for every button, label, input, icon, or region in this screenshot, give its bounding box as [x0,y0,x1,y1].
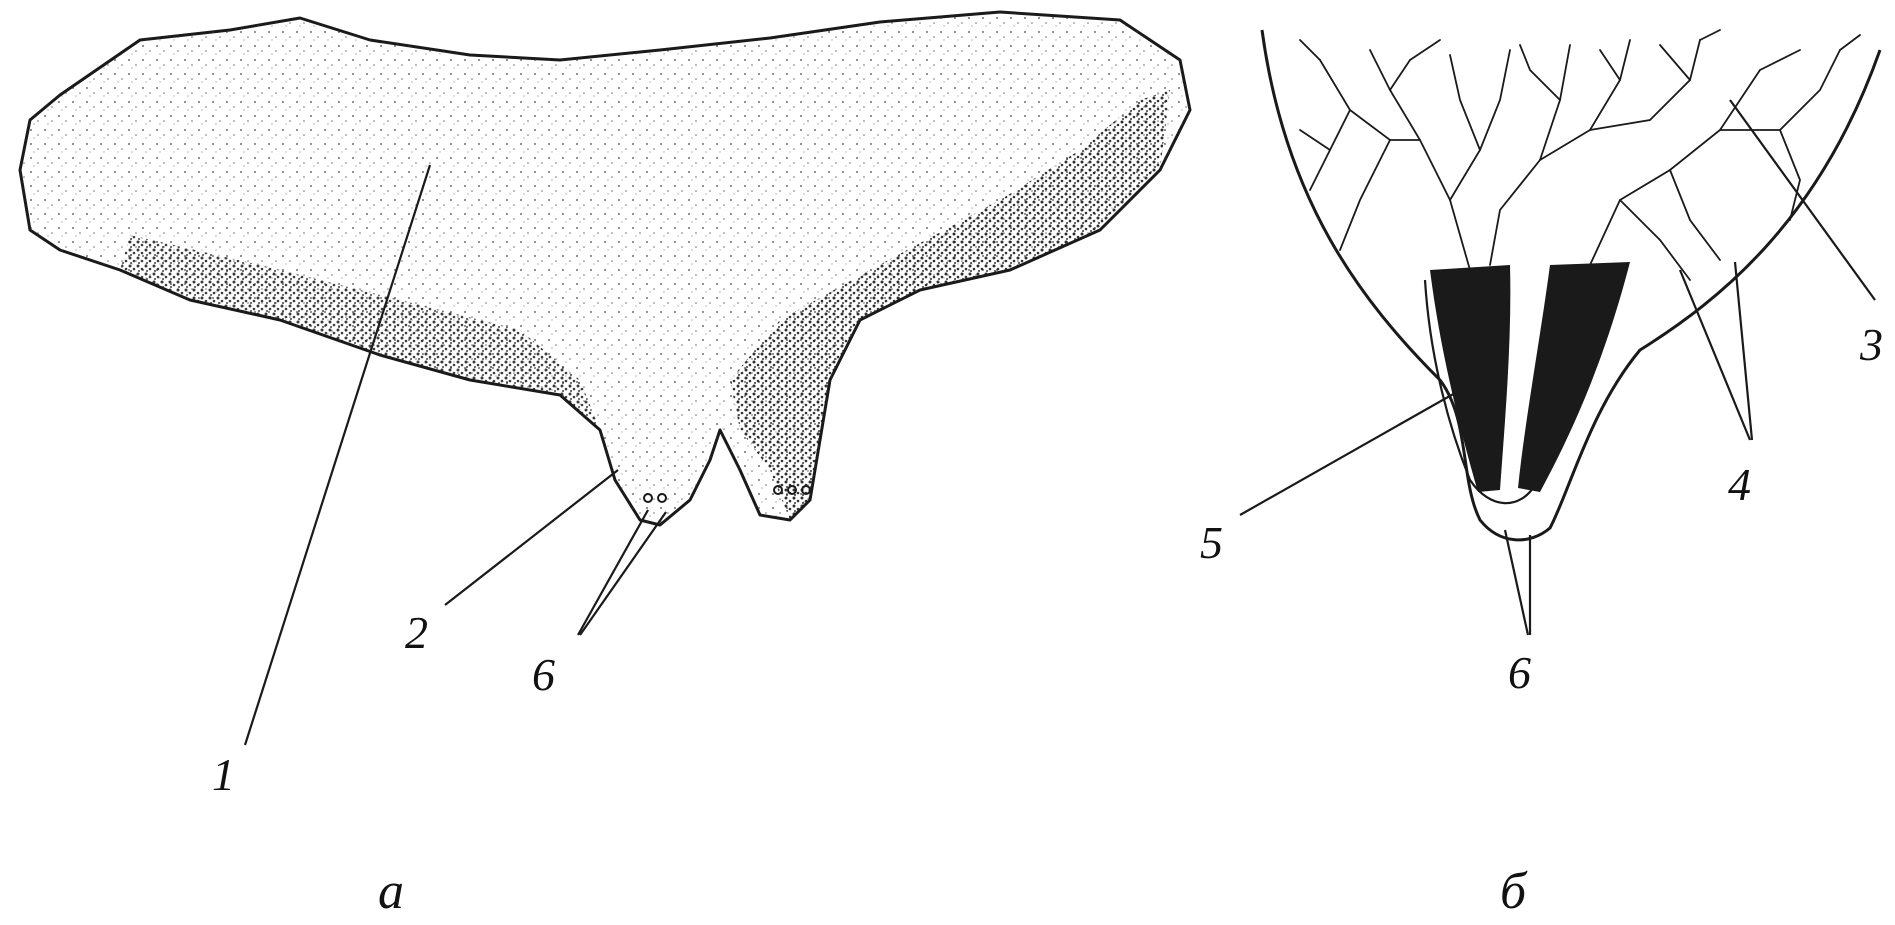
caption-a: а [378,863,404,920]
label-5: 5 [1200,517,1223,568]
label-2: 2 [405,607,428,658]
figure-a: 1 2 6 а [20,12,1190,920]
figure-b: 3 4 5 6 б [1200,30,1883,920]
caption-b: б [1500,863,1528,920]
leader-line-5 [1240,380,1478,515]
label-6-b: 6 [1508,647,1531,698]
leader-line-2 [445,470,618,605]
leader-line-6a [578,510,648,635]
leader-line-6c [1505,530,1528,635]
leader-line-6b [580,512,666,635]
label-6-a: 6 [532,649,555,700]
leader-line-4b [1735,262,1752,440]
label-4: 4 [1728,459,1751,510]
label-3: 3 [1859,319,1883,370]
label-1: 1 [212,749,235,800]
